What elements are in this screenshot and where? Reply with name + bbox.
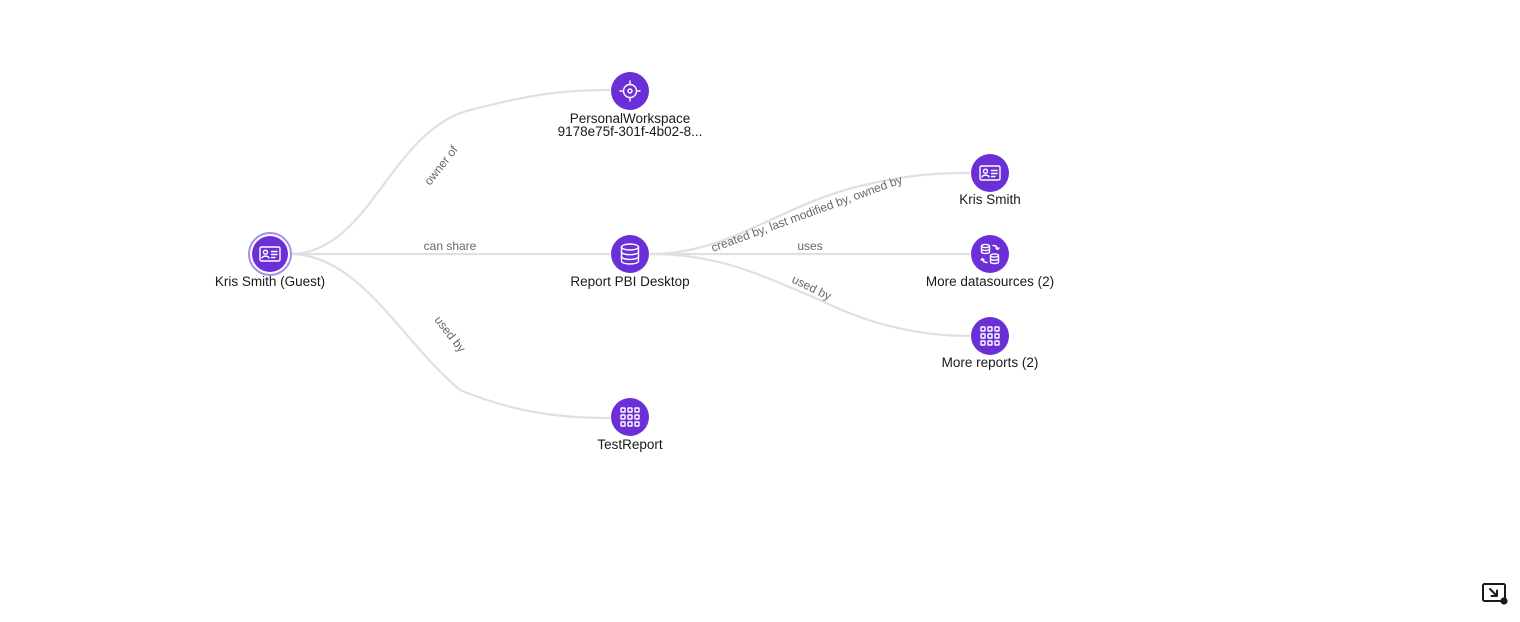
- node-label-test-report: TestReport: [597, 437, 663, 452]
- node-more-datasources[interactable]: [971, 235, 1009, 273]
- node-label-more-reports: More reports (2): [942, 355, 1039, 370]
- database-icon: [620, 243, 640, 265]
- node-guest-user[interactable]: [248, 232, 292, 276]
- node-label-workspace: PersonalWorkspace: [570, 111, 691, 126]
- report-grid-icon: [620, 407, 640, 427]
- fit-to-screen-icon: [1482, 583, 1508, 605]
- node-sublabel-workspace: 9178e75f-301f-4b02-8...: [558, 124, 703, 139]
- edge-label-owner-of: owner of: [421, 142, 461, 187]
- fit-to-screen-button[interactable]: [1478, 578, 1512, 612]
- edge-label-can-share: can share: [424, 239, 477, 253]
- edge-owner-of[interactable]: [288, 88, 612, 256]
- node-workspace[interactable]: [611, 72, 649, 110]
- edge-label-used-by-left: used by: [432, 313, 469, 355]
- user-card-icon: [979, 165, 1001, 181]
- datasource-transfer-icon: [980, 243, 1000, 265]
- node-label-guest-user: Kris Smith (Guest): [215, 274, 325, 289]
- node-test-report[interactable]: [611, 398, 649, 436]
- node-label-more-datasources: More datasources (2): [926, 274, 1054, 289]
- node-label-dataset: Report PBI Desktop: [570, 274, 689, 289]
- node-more-reports[interactable]: [971, 317, 1009, 355]
- node-label-owner-user: Kris Smith: [959, 192, 1021, 207]
- node-owner-user[interactable]: [971, 154, 1009, 192]
- target-icon: [619, 80, 641, 102]
- user-card-icon: [259, 246, 281, 262]
- report-grid-icon: [980, 326, 1000, 346]
- edge-label-used-by-right: used by: [790, 272, 834, 303]
- edge-label-uses: uses: [797, 239, 822, 253]
- edge-used-by-right[interactable]: [648, 252, 972, 338]
- node-dataset[interactable]: [611, 235, 649, 273]
